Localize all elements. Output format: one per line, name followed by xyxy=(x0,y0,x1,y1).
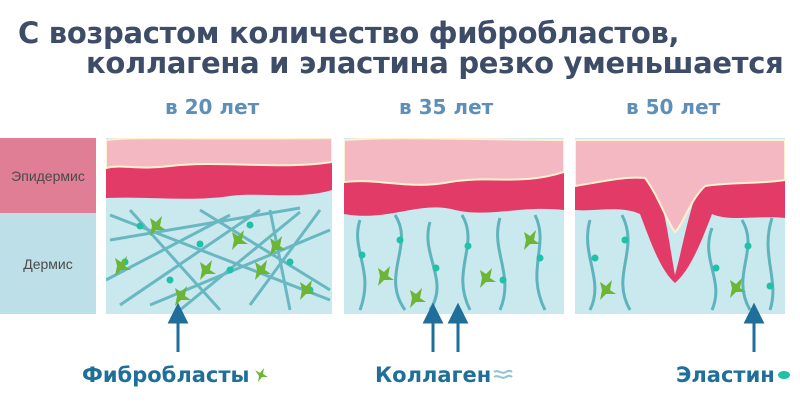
legend-collagen-text: Коллаген xyxy=(375,363,492,387)
age-label-35: в 35 лет xyxy=(399,95,494,119)
legend-elastin: Эластин xyxy=(676,363,791,387)
legend-collagen: Коллаген xyxy=(375,363,513,387)
dermis-label: Дермис xyxy=(0,213,96,314)
fibroblast-icon xyxy=(254,368,268,382)
epidermis-dark-layer xyxy=(575,164,785,283)
fibroblasts-20 xyxy=(115,216,316,306)
arrow-collagen-2 xyxy=(447,302,469,352)
epidermis-label: Эпидермис xyxy=(0,138,96,213)
epidermis-light-layer xyxy=(106,138,332,170)
legend-fibroblasts: Фибробласты xyxy=(82,363,270,387)
diagram-title: С возрастом количество фибробластов, кол… xyxy=(18,18,798,78)
fibroblasts-50 xyxy=(600,278,746,300)
skin-panel-35 xyxy=(344,138,564,314)
title-line-2: коллагена и эластина резко уменьшается xyxy=(86,46,784,80)
age-label-20: в 20 лет xyxy=(165,95,260,119)
arrow-collagen-1 xyxy=(422,302,444,352)
skin-panel-50 xyxy=(575,138,785,314)
fibroblasts-35 xyxy=(378,230,540,308)
legend-elastin-text: Эластин xyxy=(676,363,775,387)
age-label-50: в 50 лет xyxy=(626,95,721,119)
title-line-1: С возрастом количество фибробластов, xyxy=(18,16,680,50)
collagen-fiber-icon xyxy=(493,369,513,379)
arrow-fibroblasts xyxy=(167,302,189,352)
epidermis-light-layer xyxy=(575,139,785,234)
elastin-dot-icon xyxy=(777,371,790,379)
elastin-dots-50 xyxy=(591,236,774,290)
collagen-fibers-50 xyxy=(586,214,775,311)
epidermis-light-layer xyxy=(344,138,564,186)
arrow-elastin xyxy=(743,302,765,352)
legend-fibroblasts-text: Фибробласты xyxy=(82,363,250,387)
elastin-dots-35 xyxy=(358,236,544,284)
skin-panel-20 xyxy=(106,138,332,314)
collagen-fibers-35 xyxy=(356,214,547,311)
